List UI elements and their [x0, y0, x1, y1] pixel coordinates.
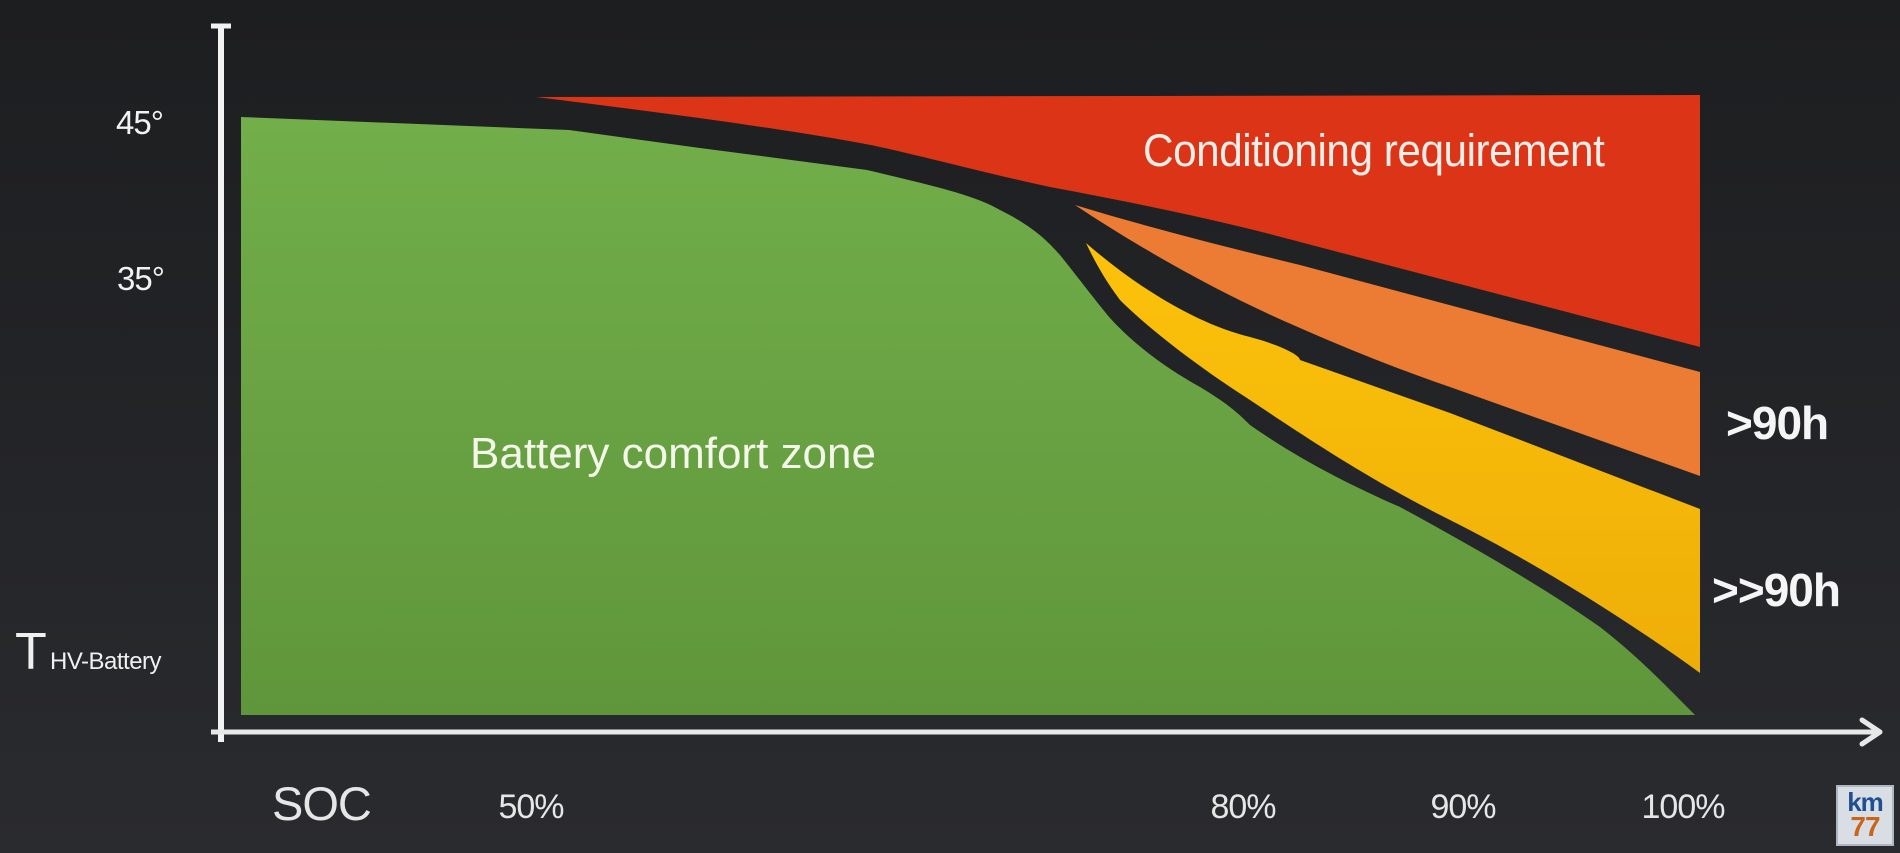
- band-gg90h-label: >>90h: [1712, 564, 1841, 616]
- comfort-zone-label: Battery comfort zone: [470, 429, 876, 478]
- band-90h-region: [1075, 205, 1700, 476]
- comfort-zone-region: [241, 117, 1695, 715]
- band-90h-label: >90h: [1726, 397, 1829, 449]
- x-tick-50: 50%: [498, 788, 564, 826]
- logo-77-text: 77: [1850, 811, 1880, 842]
- y-axis-title-symbol: T: [15, 623, 47, 681]
- conditioning-label: Conditioning requirement: [1143, 125, 1605, 176]
- y-axis-title-subscript: HV-Battery: [50, 648, 162, 675]
- x-axis-title: SOC: [272, 777, 372, 830]
- km77-logo: km 77: [1836, 785, 1894, 846]
- logo-km-text: km: [1847, 787, 1884, 817]
- y-tick-35: 35°: [117, 260, 165, 297]
- y-tick-45: 45°: [116, 104, 164, 141]
- x-axis-arrow-icon: [1859, 717, 1883, 747]
- x-tick-100: 100%: [1641, 788, 1726, 826]
- x-tick-90: 90%: [1430, 788, 1496, 826]
- conditioning-region: [536, 95, 1700, 347]
- x-tick-80: 80%: [1210, 788, 1276, 826]
- band-gg90h-region: [1086, 243, 1700, 673]
